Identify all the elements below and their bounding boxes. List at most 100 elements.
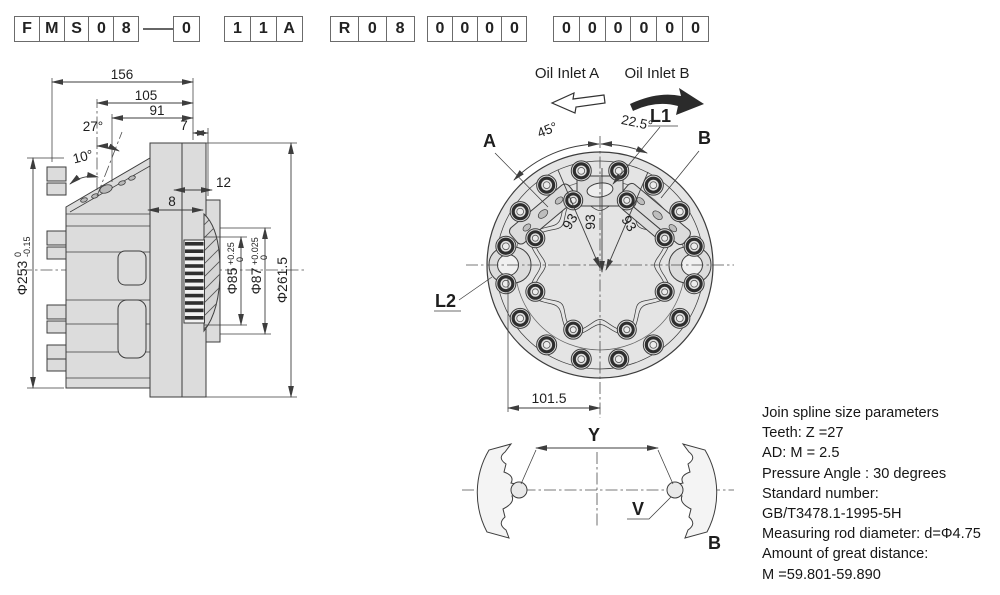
dim-93-mid: 93 [582, 214, 598, 230]
model-code-option1: 0 0 0 0 [427, 16, 528, 42]
spline-detail-view: Y V B [462, 425, 734, 553]
param-line: Teeth: Z =27 [762, 425, 844, 442]
label-v: V [632, 499, 644, 519]
dim-angle-22-5: 22.5° [620, 112, 654, 133]
dim-dia-87-tol-top: +0.025 [250, 237, 260, 265]
ext-y-left [520, 449, 537, 485]
bolt-icon [495, 235, 517, 257]
leader-l1 [612, 126, 661, 185]
model-code-displacement: 1 1 A [224, 16, 303, 42]
dim-dia-87: Φ87 +0.025 0 [248, 237, 269, 294]
code-cell: 0 [682, 16, 710, 42]
radius-dims [557, 168, 649, 273]
bolt-icon [616, 190, 637, 211]
label-port-a: A [483, 131, 496, 151]
front-view: 93 93 93 45° 22.5° A B L1 L2 Oil Inlet A… [434, 65, 734, 418]
dim-dia-85-tol-bot: 0 [235, 257, 245, 262]
dim-dia-253-tol-top: 0 [13, 252, 23, 257]
bolt-icon [570, 160, 592, 182]
dim-dia-253-main: Φ253 [14, 261, 30, 296]
bolt-icon [654, 228, 675, 249]
bolt-icon [563, 190, 584, 211]
code-cell: 0 [553, 16, 580, 42]
code-cell: 1 [224, 16, 251, 42]
model-code-sub: 0 [173, 16, 200, 42]
bolt-icon [608, 348, 630, 370]
dim-dia-87-tol-bot: 0 [259, 255, 269, 260]
code-cell: 0 [451, 16, 478, 42]
dim-dia-85-main: Φ85 [224, 267, 240, 294]
flange-plate-a [149, 142, 183, 398]
measuring-rod-left [510, 481, 528, 499]
bolt-icon [536, 174, 558, 196]
code-cell: 0 [88, 16, 115, 42]
code-cell: 0 [173, 16, 200, 42]
spline-parameters-block: Join spline size parameters Teeth: Z =27… [762, 403, 998, 585]
bolt-icon [642, 334, 664, 356]
code-cell: 8 [113, 16, 140, 42]
oil-inlet-b-arrow-icon [630, 88, 704, 115]
dim-y: Y [588, 425, 600, 445]
side-section-view: 156 105 91 7 27° 10° 12 8 Φ253 0 -0.15 Φ… [13, 67, 305, 398]
dim-7: 7 [180, 118, 188, 133]
dim-dia-253: Φ253 0 -0.15 [13, 236, 32, 295]
label-oil-inlet-a: Oil Inlet A [535, 65, 599, 82]
label-b-spline: B [708, 533, 721, 553]
housing-section-lines [66, 213, 150, 379]
model-code-option2: 0 0 0 0 0 0 [553, 16, 710, 42]
bolt-icon [495, 273, 517, 295]
param-line: AD: M = 2.5 [762, 445, 840, 462]
param-line: Join spline size parameters [762, 405, 939, 421]
leader-l2 [458, 276, 493, 301]
code-cell: 0 [357, 16, 387, 42]
dim-91: 91 [149, 103, 164, 118]
dim-101-5: 101.5 [531, 390, 566, 406]
oil-port-holes [80, 175, 136, 203]
param-line: Standard number: [762, 485, 879, 502]
model-code-port: R 0 8 [330, 16, 415, 42]
code-cell: R [330, 16, 359, 42]
code-cell: M [38, 16, 65, 42]
bolt-icon [669, 201, 691, 223]
model-code-main: F M S 0 8 [14, 16, 140, 42]
bolt-pattern [495, 160, 705, 370]
dim-dia-261: Φ261.5 [274, 257, 290, 303]
code-cell: 1 [249, 16, 277, 42]
dim-8: 8 [168, 194, 176, 209]
code-cell: 0 [476, 16, 503, 42]
dim-12: 12 [216, 175, 231, 190]
param-line: Measuring rod diameter: d=Φ4.75 [762, 526, 981, 543]
dim-dia-87-main: Φ87 [248, 267, 264, 294]
left-distributor-strip [509, 183, 577, 245]
dim-dia-85: Φ85 +0.25 0 [224, 242, 245, 294]
code-cell: 0 [427, 16, 453, 42]
dim-93-right: 93 [618, 213, 640, 235]
code-cell: 0 [656, 16, 684, 42]
leader-a [494, 152, 549, 208]
param-line: Amount of great distance: [762, 546, 929, 563]
bolt-icon [570, 348, 592, 370]
bolt-icon [509, 201, 531, 223]
code-cell: A [275, 16, 303, 42]
bolt-icon [525, 281, 546, 302]
dim-angle-27: 27° [83, 119, 103, 134]
dim-dia-85-tol-top: +0.25 [226, 242, 236, 265]
dim-angle-10: 10° [71, 147, 94, 166]
code-cell: F [14, 16, 40, 42]
bolt-icon [683, 273, 705, 295]
code-cell: 0 [630, 16, 658, 42]
label-port-b: B [698, 128, 711, 148]
leader-v [627, 496, 672, 520]
arc-22-5 [600, 141, 648, 154]
arc-45 [513, 141, 600, 181]
bolt-icon [616, 319, 637, 340]
code-cell: S [63, 16, 90, 42]
leader-b [660, 150, 700, 199]
bolt-icon [654, 281, 675, 302]
dim-93-left: 93 [559, 210, 581, 232]
label-l1: L1 [650, 106, 671, 126]
dim-dia-253-tol-bot: -0.15 [22, 236, 32, 257]
ext-y-right [657, 449, 674, 485]
spline-teeth [185, 242, 204, 320]
